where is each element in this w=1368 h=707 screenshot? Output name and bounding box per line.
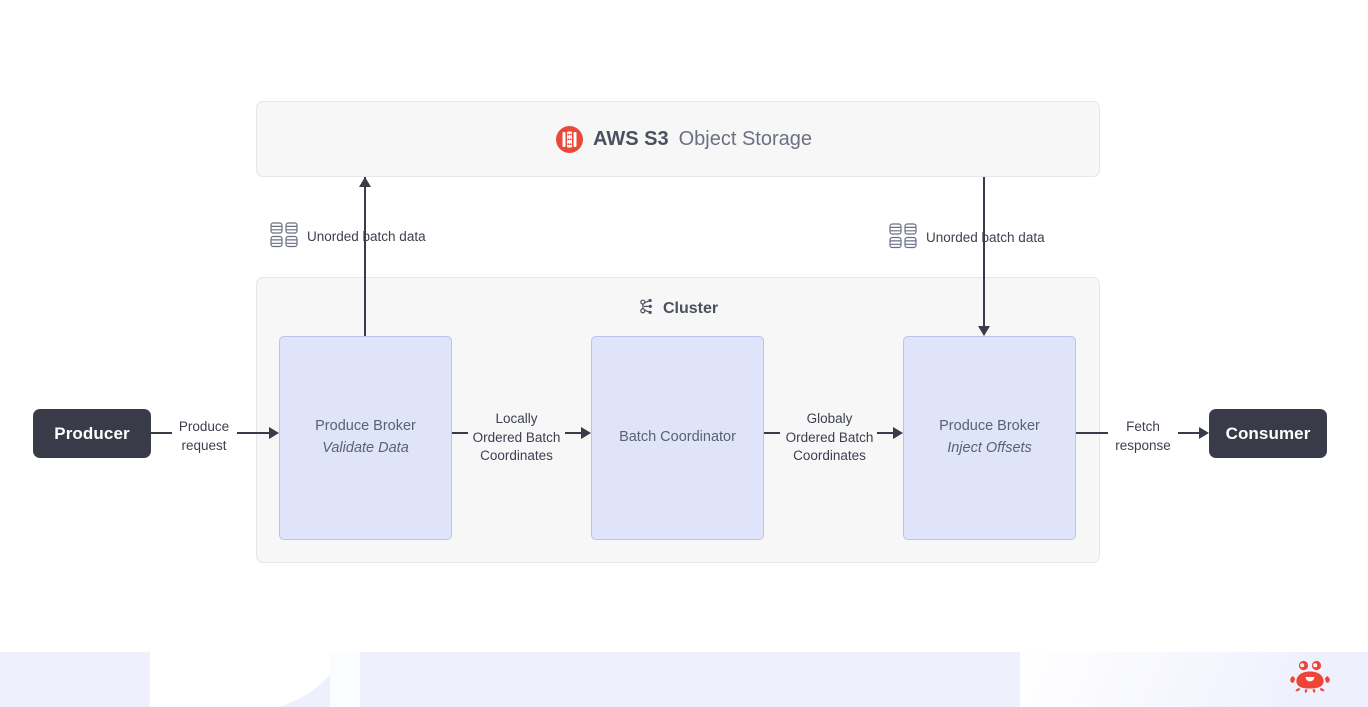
edge-broker3-arrowhead [1199,427,1209,439]
edge-coordinator-arrowhead [893,427,903,439]
edge-broker1-to-s3-arrowhead [359,177,371,187]
node-title: Produce Broker [939,418,1040,435]
node-batch-coordinator[interactable]: Batch Coordinator [591,336,764,540]
node-produce-broker-inject[interactable]: Produce Broker Inject Offsets [903,336,1076,540]
edge-coordinator-to-broker3-seg1 [764,432,780,434]
node-title: Batch Coordinator [619,429,736,446]
edge-label-unordered-right: Unorded batch data [926,230,1045,245]
s3-storage-panel [256,101,1100,177]
edge-broker1-arrowhead [581,427,591,439]
aws-s3-icon [556,126,583,153]
edge-label-unordered-right-row: Unorded batch data [889,223,1045,252]
edge-producer-to-broker1-seg2 [237,432,269,434]
edge-broker3-to-consumer-seg2 [1178,432,1199,434]
edge-coordinator-to-broker3-seg2 [877,432,893,434]
edge-label-unordered-left: Unorded batch data [307,229,426,244]
node-producer[interactable]: Producer [33,409,151,458]
s3-name-label: Object Storage [678,128,812,150]
database-stack-icon [889,223,917,252]
edge-label-fetch-response: Fetch response [1115,419,1171,453]
footer-decoration-mid [330,652,360,707]
edge-label-unordered-left-row: Unorded batch data [270,222,426,251]
crab-logo [1288,655,1332,699]
consumer-label: Consumer [1225,423,1311,443]
footer-decoration-left [150,652,340,707]
edge-s3-to-broker3-arrowhead [978,326,990,336]
edge-producer-to-broker1-seg1 [151,432,172,434]
edge-label-locally-ordered: Locally Ordered Batch Coordinates [472,411,561,464]
node-subtitle: Inject Offsets [947,440,1032,456]
edge-label-globaly-ordered: Globaly Ordered Batch Coordinates [785,411,874,464]
edge-broker1-to-s3-line [364,177,366,336]
node-consumer[interactable]: Consumer [1209,409,1327,458]
cluster-title-label: Cluster [662,300,719,317]
edge-s3-to-broker3-line [983,177,985,327]
cluster-title: Cluster [256,298,1100,320]
edge-label-produce-request: Produce request [178,419,230,453]
producer-label: Producer [54,423,130,443]
database-stack-icon [270,222,298,251]
s3-brand-label: AWS S3 [593,128,669,150]
edge-broker1-to-coordinator-seg2 [565,432,581,434]
edge-producer-arrowhead [269,427,279,439]
node-title: Produce Broker [315,418,416,435]
node-produce-broker-validate[interactable]: Produce Broker Validate Data [279,336,452,540]
cluster-nodes-icon [638,298,655,320]
footer-band [0,652,1368,707]
edge-broker1-to-coordinator-seg1 [452,432,468,434]
s3-storage-title: AWS S3 Object Storage [0,126,1368,153]
edge-broker3-to-consumer-seg1 [1076,432,1108,434]
node-subtitle: Validate Data [322,440,409,456]
